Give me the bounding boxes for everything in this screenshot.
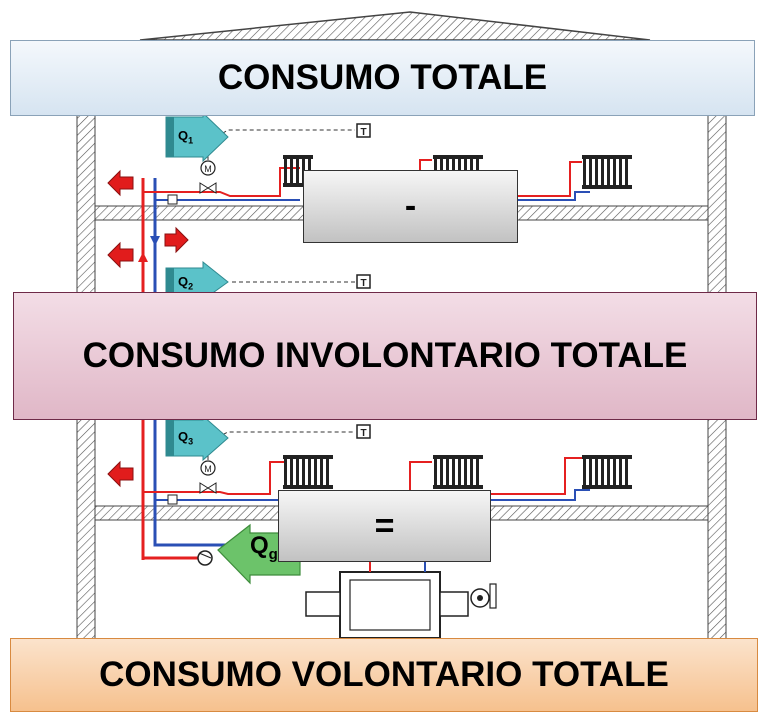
voluntary-consumption-label: CONSUMO VOLONTARIO TOTALE xyxy=(99,655,669,694)
q3-label: Q3 xyxy=(178,429,194,447)
total-consumption-label: CONSUMO TOTALE xyxy=(217,58,548,97)
involuntary-consumption-label: CONSUMO INVOLONTARIO TOTALE xyxy=(82,336,688,375)
heat-flow-arrow-q2-back xyxy=(166,268,174,296)
heat-loss-arrow-icon xyxy=(164,226,189,254)
balancing-valve-icon xyxy=(167,494,178,505)
heat-loss-arrow-icon xyxy=(107,460,134,488)
heat-flow-arrow-q1 xyxy=(165,111,229,163)
floor3-supply-pipe xyxy=(143,461,285,495)
heat-flow-arrow-q3-back xyxy=(166,420,174,456)
svg-text:M: M xyxy=(204,164,212,174)
floor1-supply-pipe-right xyxy=(518,161,582,197)
thermostat-icon: T xyxy=(356,123,371,138)
floor1-supply-pipe xyxy=(143,167,300,197)
balancing-valve-icon xyxy=(167,194,178,205)
heat-flow-arrow-q1-back xyxy=(166,117,174,157)
return-loop xyxy=(153,530,230,547)
svg-text:T: T xyxy=(360,127,366,138)
floor3-return-pipe-right xyxy=(491,489,590,501)
radiator-icon xyxy=(582,155,632,189)
floor1-return-pipe-right xyxy=(518,191,590,201)
svg-text:T: T xyxy=(360,428,366,439)
radiator-icon xyxy=(433,155,483,171)
thermostat-icon: T xyxy=(356,424,371,439)
equals-operator-box: = xyxy=(278,490,491,562)
heat-loss-arrow-icon xyxy=(107,241,134,269)
minus-operator-box: - xyxy=(303,170,518,243)
svg-text:T: T xyxy=(360,278,366,289)
floor1-supply-pipe-mid xyxy=(419,159,432,170)
radiator-icon xyxy=(433,455,483,489)
motorized-valve-icon: M xyxy=(199,460,217,494)
svg-text:M: M xyxy=(204,464,212,474)
q1-label: Q1 xyxy=(178,128,194,146)
control-line xyxy=(207,129,355,160)
total-consumption-box: CONSUMO TOTALE xyxy=(10,40,755,116)
radiator-icon xyxy=(283,455,333,489)
radiator-icon xyxy=(582,455,632,489)
floor3-supply-pipe-mid xyxy=(409,461,432,490)
heat-flow-arrow-q3 xyxy=(165,414,229,462)
voluntary-consumption-box: CONSUMO VOLONTARIO TOTALE xyxy=(10,638,758,712)
flow-direction-arrow xyxy=(150,236,160,246)
heat-loss-arrow-icon xyxy=(107,169,134,197)
involuntary-consumption-box: CONSUMO INVOLONTARIO TOTALE xyxy=(13,292,757,420)
motorized-valve-icon: M xyxy=(199,160,217,194)
supply-loop xyxy=(141,540,200,560)
equals-operator: = xyxy=(374,506,395,545)
q2-label: Q2 xyxy=(178,274,194,292)
thermostat-icon: T xyxy=(356,274,371,289)
roof xyxy=(139,11,651,41)
flow-direction-arrow xyxy=(138,252,148,262)
minus-operator: - xyxy=(404,187,417,225)
floor3-supply-pipe-right xyxy=(491,457,582,495)
boiler-icon xyxy=(305,562,497,639)
